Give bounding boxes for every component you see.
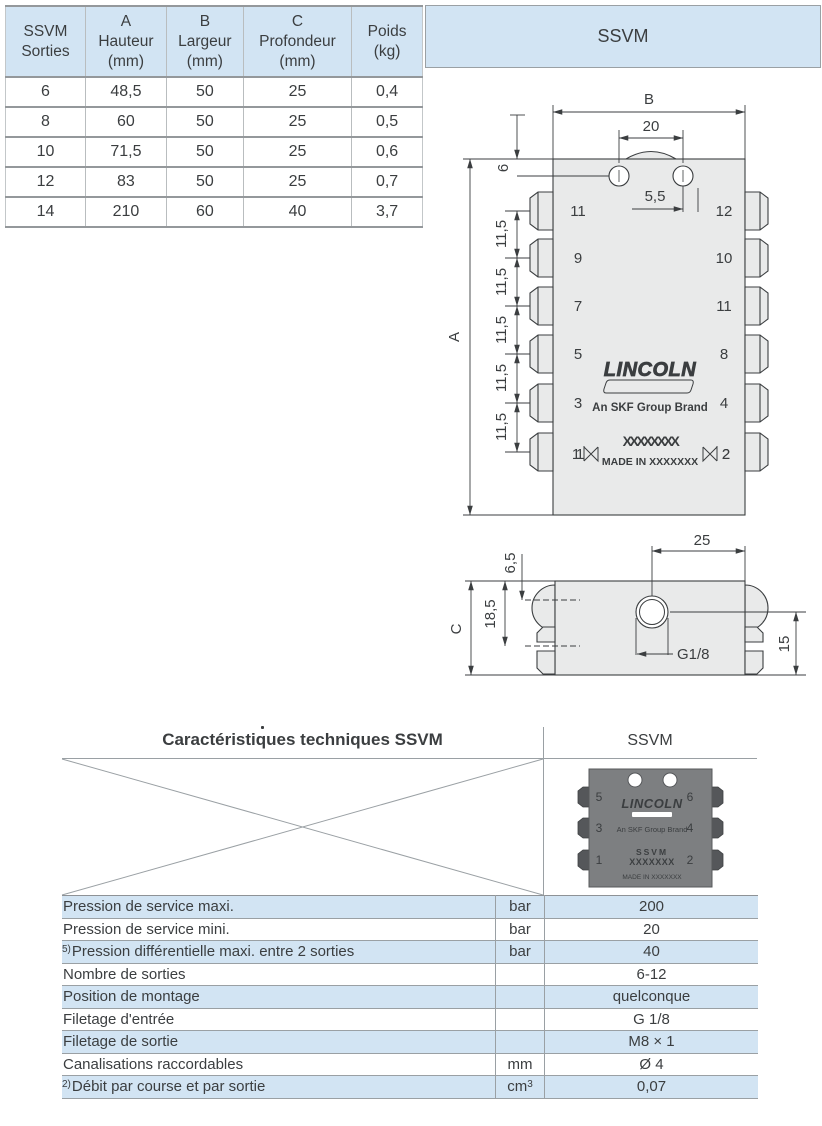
dimensions-table-header: SSVM Sorties A Hauteur (mm) B Largeur (m… [5,6,423,79]
lincoln-logo: LINCOLN [604,359,696,381]
svg-text:7: 7 [574,298,582,315]
made-in-marking: MADE IN XXXXXXX [602,456,698,468]
svg-text:11,5: 11,5 [493,413,510,441]
col-header-profondeur: C Profondeur (mm) [242,6,352,79]
footnote-dot [261,726,264,729]
spec-row: Pression de service maxi. bar 200 [62,895,758,919]
svg-text:11,5: 11,5 [493,364,510,392]
left-outlet-fittings [529,191,554,472]
svg-text:1: 1 [576,446,584,463]
dim-height-label: A [446,332,463,342]
side-view-drawing: C 18,5 6,5 25 15 G1/8 [448,532,806,676]
placeholder-cross [61,758,544,896]
svg-text:5: 5 [596,790,603,804]
svg-text:12: 12 [716,203,733,220]
spec-column-header: SSVM [627,732,673,749]
dim-lower-offset-label: 18,5 [482,599,499,628]
product-brand-text: An SKF Group Brand [617,825,688,834]
spec-row: 5)Pression différentielle maxi. entre 2 … [62,940,758,964]
dimensions-table: SSVM Sorties A Hauteur (mm) B Largeur (m… [5,5,423,229]
dimension-lines [463,105,746,516]
spec-row: 2)Débit par course et par sortie cm3 0,0… [62,1075,758,1099]
lincoln-logo-bar [603,379,694,394]
top-view-drawing: B 20 6 5,5 A 11,5 11,5 11,5 11,5 11,5 11… [446,91,769,516]
dim-edge-offset-label: 15 [776,636,793,653]
inlet-right-number: 2 [722,446,730,463]
inlet-port [635,595,669,629]
product-hole-left [627,772,643,788]
dim-width-label: B [644,91,654,108]
svg-text:6: 6 [687,790,694,804]
svg-text:9: 9 [574,250,582,267]
product-lincoln-logo: LINCOLN [621,796,682,811]
spec-row: Canalisations raccordables mm Ø 4 [62,1053,758,1076]
mounting-holes [608,165,694,187]
dim-port-offset-label: 6,5 [502,553,519,574]
inlet-left-number: 1 [572,446,580,463]
product-body [588,768,713,888]
serial-marking: XXXXXXXX [623,433,681,449]
spec-row: Position de montage quelconque [62,985,758,1009]
product-made-in-text: MADE IN XXXXXXX [622,874,682,881]
product-fittings [577,786,724,871]
dim-hole-pitch-label: 20 [643,118,660,135]
svg-text:4: 4 [687,821,694,835]
header-divider [62,758,757,759]
product-serial-text: XXXXXXX [629,857,675,867]
spec-section-title: Caractéristiques techniques SSVM [162,730,443,749]
right-outlet-fittings [744,191,769,472]
svg-text:2: 2 [722,446,730,463]
svg-text:8: 8 [720,346,728,363]
panel-title-label: SSVM [597,26,649,46]
svg-text:1: 1 [596,853,603,867]
spec-row: Filetage de sortie M8 × 1 [62,1030,758,1054]
spec-row: Filetage d'entrée G 1/8 [62,1008,758,1031]
outlet-pitch-labels: 11,5 11,5 11,5 11,5 11,5 [493,220,510,441]
right-port-numbers: 12 10 11 8 4 2 [716,203,733,463]
side-dimension-lines [465,546,806,676]
body-outline [529,150,769,516]
svg-text:4: 4 [720,395,728,412]
svg-text:11: 11 [716,298,732,315]
product-logo-bar [632,812,672,817]
dim-inlet-offset-label: 25 [694,532,711,549]
product-hole-right [662,772,678,788]
product-image: 5 3 1 6 4 2 LINCOLN An SKF Group Brand S… [577,768,724,888]
svg-text:11: 11 [570,203,586,220]
col-header-largeur: B Largeur (mm) [165,6,244,79]
svg-text:10: 10 [716,250,733,267]
product-port-numbers: 5 3 1 6 4 2 [596,790,694,867]
svg-text:3: 3 [574,395,582,412]
spec-section: Caractéristiques techniques SSVM SSVM 5 [61,722,758,1102]
product-model-text: SSVM [636,847,668,857]
left-port-numbers: 11 9 7 5 3 1 [570,203,586,463]
dim-hole-edge-label: 5,5 [645,188,666,205]
svg-text:5: 5 [574,346,582,363]
brand-text: An SKF Group Brand [592,402,708,414]
column-divider [543,727,544,895]
dim-edge-offset-label: 6 [495,164,512,172]
svg-text:2: 2 [687,853,694,867]
spec-row: Nombre de sorties 6-12 [62,963,758,986]
svg-text:3: 3 [596,821,603,835]
col-header-sorties: SSVM Sorties [5,6,86,79]
drawing-panel-title: SSVM [425,5,821,68]
col-header-hauteur: A Hauteur (mm) [84,6,167,79]
spec-table: Pression de service maxi. bar 200 Pressi… [62,895,758,1099]
svg-text:11,5: 11,5 [493,268,510,296]
dim-depth-label: C [448,623,465,634]
svg-text:11,5: 11,5 [493,220,510,248]
col-header-poids: Poids (kg) [351,6,423,79]
thread-label: G1/8 [677,646,710,663]
spec-row: Pression de service mini. bar 20 [62,918,758,941]
check-valve-icon [583,446,718,463]
svg-text:11,5: 11,5 [493,316,510,344]
